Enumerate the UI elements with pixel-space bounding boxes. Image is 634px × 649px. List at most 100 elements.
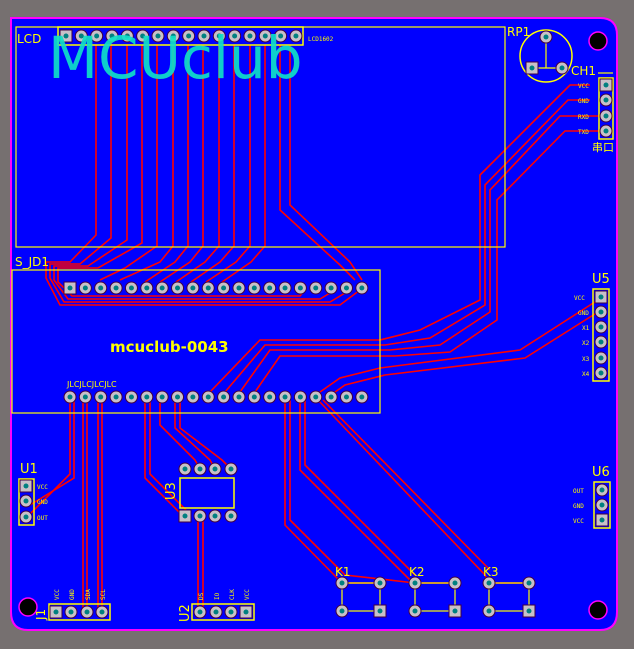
rp1-outline (519, 29, 573, 83)
drill-hole-icon (603, 128, 609, 134)
drill-hole-icon (99, 609, 105, 615)
drill-hole-icon (452, 580, 458, 586)
board-name: mcuclub-0043 (110, 338, 229, 356)
drill-hole-icon (297, 285, 303, 291)
drill-hole-icon (486, 580, 492, 586)
drill-hole-icon (598, 294, 604, 300)
u3-body (179, 477, 235, 509)
k3-outline[interactable] (488, 582, 530, 612)
drill-hole-icon (377, 608, 383, 614)
drill-hole-icon (251, 285, 257, 291)
lcd-part-label: LCD1602 (308, 36, 334, 43)
drill-hole-icon (377, 580, 383, 586)
u5-pin-label: VCC (574, 295, 585, 302)
drill-hole-icon (339, 608, 345, 614)
drill-hole-icon (599, 502, 605, 508)
drill-hole-icon (328, 285, 334, 291)
ch1-outline[interactable] (598, 77, 614, 140)
drill-hole-icon (236, 285, 242, 291)
drill-hole-icon (262, 33, 268, 39)
drill-hole-icon (197, 513, 203, 519)
j-oled-designator: J1 (34, 609, 48, 621)
drill-hole-icon (53, 609, 59, 615)
drill-hole-icon (170, 33, 176, 39)
drill-hole-icon (94, 33, 100, 39)
u1-designator: U1 (20, 462, 38, 477)
drill-hole-icon (412, 608, 418, 614)
drill-hole-icon (221, 394, 227, 400)
drill-hole-icon (175, 285, 181, 291)
drill-hole-icon (278, 33, 284, 39)
drill-hole-icon (98, 394, 104, 400)
drill-hole-icon (68, 609, 74, 615)
drill-hole-icon (236, 394, 242, 400)
u2-pin-label: VCC (244, 589, 251, 600)
u2-pin-label: CLK (229, 589, 236, 600)
drill-hole-icon (251, 394, 257, 400)
drill-hole-icon (599, 487, 605, 493)
drill-hole-icon (67, 285, 73, 291)
ch1-pin-label: GND (578, 98, 589, 105)
drill-hole-icon (359, 285, 365, 291)
u6-outline (593, 481, 611, 529)
drill-hole-icon (359, 394, 365, 400)
j-oled-pin-label: GND (69, 589, 76, 600)
u1-pin-label: GND (37, 499, 48, 506)
u5-pin-label: X3 (582, 356, 590, 363)
drill-hole-icon (243, 609, 249, 615)
drill-hole-icon (526, 608, 532, 614)
drill-hole-icon (282, 394, 288, 400)
k2-outline[interactable] (414, 582, 456, 612)
mounting-holes (18, 31, 608, 620)
drill-hole-icon (113, 285, 119, 291)
drill-hole-icon (182, 466, 188, 472)
drill-hole-icon (78, 33, 84, 39)
s-jd1-outline (11, 269, 381, 414)
mounting-hole-icon (588, 600, 608, 620)
drill-hole-icon (201, 33, 207, 39)
drill-hole-icon (144, 394, 150, 400)
drill-hole-icon (343, 285, 349, 291)
mounting-hole-icon (588, 31, 608, 51)
drill-hole-icon (603, 97, 609, 103)
k1-outline[interactable] (341, 582, 381, 612)
drill-hole-icon (190, 285, 196, 291)
drill-hole-icon (412, 580, 418, 586)
drill-hole-icon (228, 466, 234, 472)
drill-hole-icon (599, 517, 605, 523)
u5-pin-label: X1 (582, 325, 590, 332)
drill-hole-icon (216, 33, 222, 39)
drill-hole-icon (228, 609, 234, 615)
drill-hole-icon (247, 33, 253, 39)
drill-hole-icon (82, 285, 88, 291)
drill-hole-icon (155, 33, 161, 39)
drill-hole-icon (124, 33, 130, 39)
drill-hole-icon (182, 513, 188, 519)
drill-hole-icon (343, 394, 349, 400)
u6-pin-label: OUT (573, 488, 584, 495)
lcd-designator: LCD (17, 32, 41, 46)
ch1-pin-label: VCC (578, 83, 589, 90)
drill-hole-icon (212, 513, 218, 519)
j-oled-pin-label: VCC (54, 589, 61, 600)
drill-hole-icon (267, 394, 273, 400)
drill-hole-icon (282, 285, 288, 291)
drill-hole-icon (529, 65, 535, 71)
ch1-note: 串口 (592, 141, 614, 154)
drill-hole-icon (598, 370, 604, 376)
drill-hole-icon (598, 324, 604, 330)
drill-hole-icon (232, 33, 238, 39)
ch1-pin-label: TXD (578, 129, 589, 136)
u2-pin-label: DS (198, 592, 205, 600)
drill-hole-icon (603, 113, 609, 119)
s-jd1-designator: S_JD1 (15, 255, 49, 269)
drill-hole-icon (486, 608, 492, 614)
u2-pin-label: IO (214, 592, 221, 600)
drill-hole-icon (186, 33, 192, 39)
u1-pin-label: VCC (37, 484, 48, 491)
drill-hole-icon (175, 394, 181, 400)
drill-hole-icon (197, 466, 203, 472)
drill-hole-icon (67, 394, 73, 400)
drill-hole-icon (144, 285, 150, 291)
